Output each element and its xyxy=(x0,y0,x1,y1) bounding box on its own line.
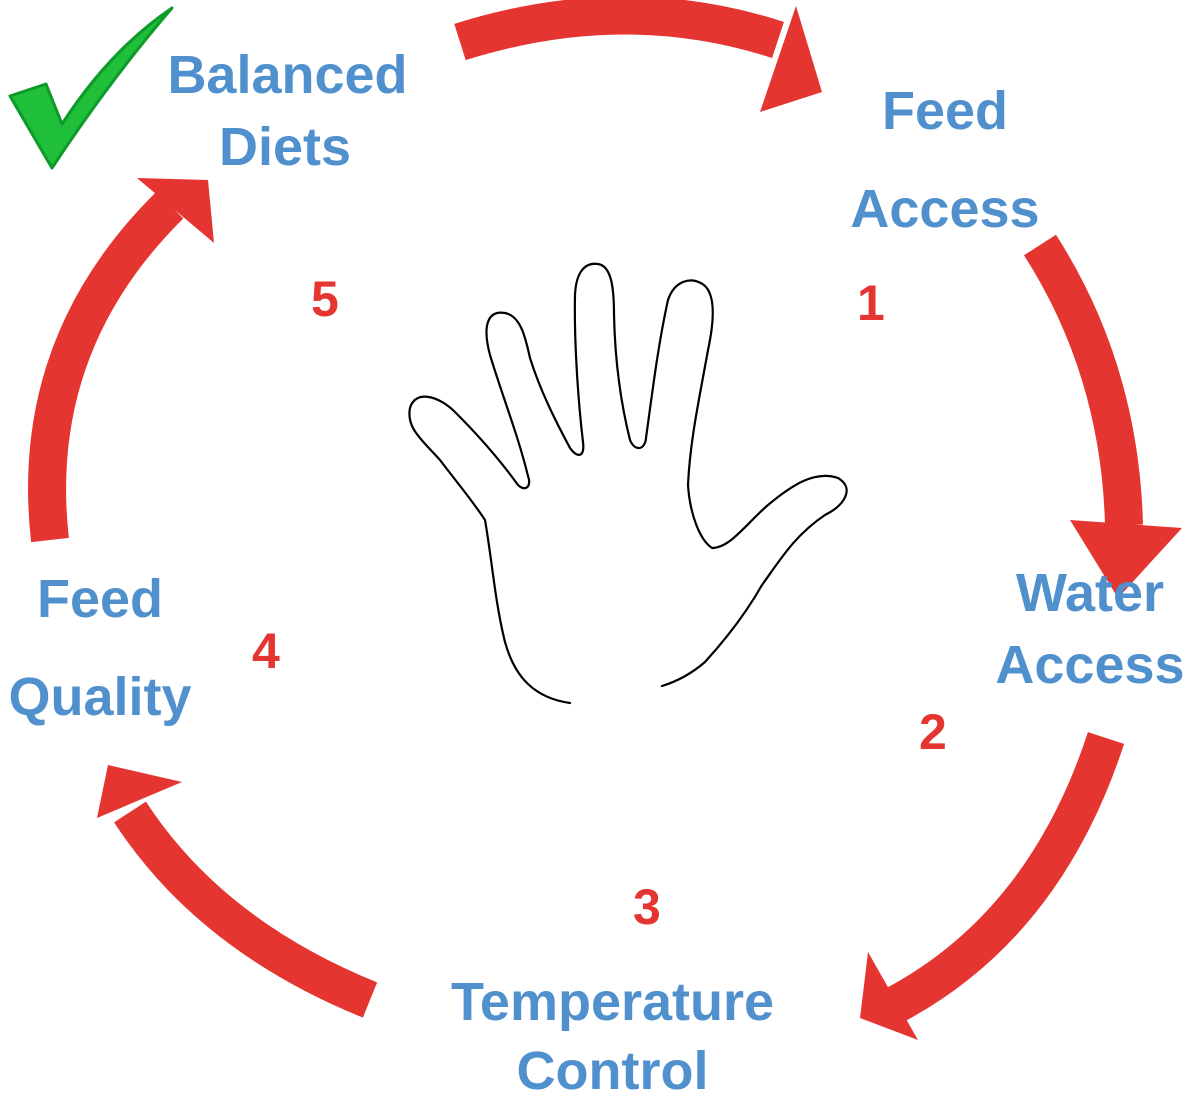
arrow-5-to-1 xyxy=(454,0,822,112)
step-2-label-line2: Access xyxy=(995,635,1185,695)
step-4-number: 4 xyxy=(252,623,280,679)
arrow-2-to-3 xyxy=(860,732,1125,1040)
step-5-number: 5 xyxy=(311,271,339,327)
arrow-3-to-4 xyxy=(97,765,378,1018)
step-2-label-line1: Water xyxy=(1015,563,1165,623)
step-1-number: 1 xyxy=(857,275,885,331)
step-3-number: 3 xyxy=(633,879,661,935)
step-1-label-line2: Access xyxy=(850,179,1040,239)
green-check-mark-icon xyxy=(8,6,174,170)
step-1-label-line1: Feed xyxy=(881,81,1009,141)
step-4-label-line2: Quality xyxy=(8,667,192,727)
open-hand-outline-icon xyxy=(408,262,848,705)
step-5-label-line1: Balanced xyxy=(167,45,408,105)
step-3-label-line1: Temperature xyxy=(450,972,775,1032)
step-2-number: 2 xyxy=(919,704,947,760)
step-5-label-line2: Diets xyxy=(218,117,352,177)
step-4-label-line1: Feed xyxy=(36,569,164,629)
arrow-1-to-2 xyxy=(1023,234,1182,598)
step-3-label-line2: Control xyxy=(516,1041,709,1096)
arrow-4-to-5 xyxy=(28,178,214,543)
